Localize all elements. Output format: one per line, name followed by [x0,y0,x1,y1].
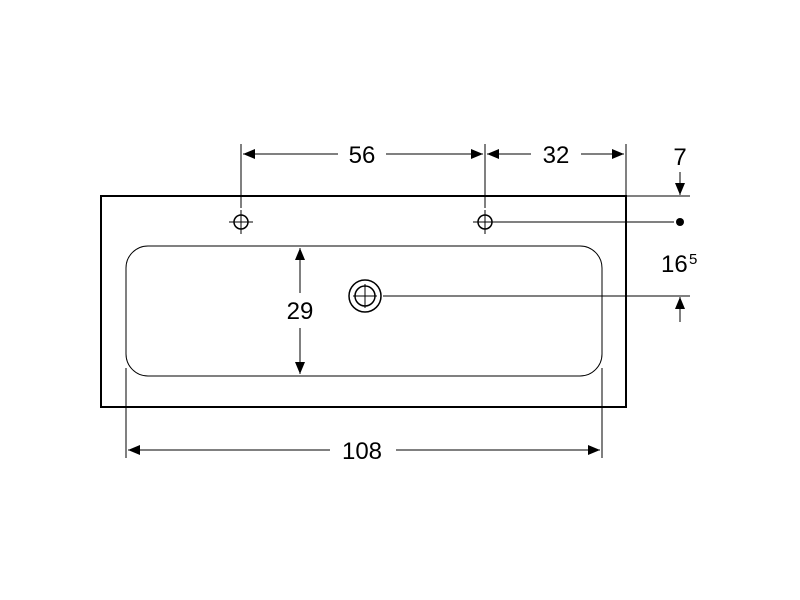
dimension-label-hole-spacing: 56 [349,142,376,169]
dimension-label-hole-to-edge: 32 [543,142,570,169]
dimension-label-hole-to-drain-main: 16 [661,251,688,278]
dimension-label-hole-to-drain: 16 [661,251,688,278]
dimension-bowl-depth: 29 [287,248,314,374]
tap-hole-left [229,210,253,234]
dimension-hole-spacing: 56 [243,142,483,169]
tap-hole-right [473,210,497,234]
dimension-label-hole-to-drain-sup: 5 [689,251,697,268]
extension-lines [125,144,690,458]
dimension-label-top-to-hole: 7 [673,144,686,171]
hole-center-marker [676,218,684,226]
drain-outlet [348,279,382,313]
dimension-top-to-hole: 7 [673,144,687,195]
dimension-hole-to-edge: 32 [487,142,624,169]
dimension-bowl-width: 108 [128,438,600,465]
dimension-label-bowl-depth: 29 [287,298,314,325]
bowl-outline [125,245,603,377]
dimension-label-bowl-width: 108 [342,438,382,465]
basin-outline [100,195,627,408]
dimension-hole-to-drain: 16 5 [661,251,697,322]
